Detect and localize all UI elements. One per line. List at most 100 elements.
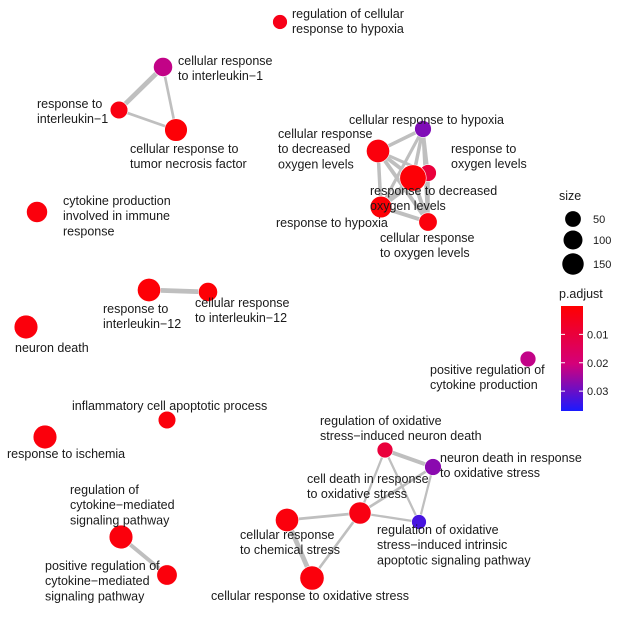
node-label: cellular response to oxidative stress	[211, 589, 409, 603]
network-node	[418, 212, 438, 232]
node-label-line: cellular response to	[130, 142, 238, 156]
network-edge	[310, 511, 362, 580]
node-label-line: neuron death in response	[440, 451, 582, 465]
network-node	[348, 501, 372, 525]
node-label: inflammatory cell apoptotic process	[72, 399, 267, 413]
node-label-line: response to	[37, 97, 102, 111]
node-label-line: to oxidative stress	[440, 466, 540, 480]
network-node	[411, 514, 427, 530]
node-label-line: cellular response	[178, 54, 273, 68]
network-node	[414, 120, 432, 138]
node-label-line: regulation of oxidative	[320, 414, 442, 428]
node-label-line: to oxygen levels	[380, 246, 470, 260]
network-node	[399, 164, 427, 192]
node-label-line: apoptotic signaling pathway	[377, 553, 531, 567]
node-label-line: involved in immune	[63, 209, 170, 223]
node-label-line: cellular response to oxidative stress	[211, 589, 409, 603]
color-legend-ticks: 0.01 0.02 0.03	[561, 329, 608, 398]
node-label-line: response to	[451, 142, 516, 156]
color-legend-bar	[561, 306, 583, 411]
network-node	[109, 100, 129, 120]
node-label-line: response to	[103, 302, 168, 316]
nodes-layer	[13, 14, 537, 591]
node-label: cellular response to hypoxia	[349, 113, 504, 127]
node-label-line: stress−induced neuron death	[320, 429, 482, 443]
network-node	[519, 350, 537, 368]
network-edge	[116, 64, 166, 113]
size-legend-dot	[565, 211, 581, 227]
node-label-line: regulation of oxidative	[377, 523, 499, 537]
network-node	[26, 201, 48, 223]
node-label-line: to interleukin−12	[195, 311, 287, 325]
node-label: response to ischemia	[7, 447, 125, 461]
node-label: neuron death	[15, 341, 89, 355]
size-legend-dot	[563, 230, 583, 250]
network-node	[299, 565, 325, 591]
network-node	[32, 424, 58, 450]
node-label-line: cellular response	[278, 127, 373, 141]
network-node	[164, 118, 188, 142]
color-legend-tick-label: 0.02	[587, 358, 608, 370]
node-label-line: neuron death	[15, 341, 89, 355]
node-label-line: oxygen levels	[451, 157, 527, 171]
size-legend-label: 100	[593, 235, 611, 247]
network-edge	[285, 511, 362, 522]
color-legend-tick-label: 0.01	[587, 329, 608, 341]
network-node	[272, 14, 288, 30]
network-edge	[417, 465, 435, 524]
network-node	[198, 282, 218, 302]
node-label-line: cellular response	[240, 528, 335, 542]
network-node	[153, 57, 173, 77]
node-label-line: to chemical stress	[240, 543, 340, 557]
node-label-line: cytokine−mediated	[70, 498, 175, 512]
network-node	[13, 314, 39, 340]
node-label-line: positive regulation of	[430, 363, 545, 377]
node-label-line: positive regulation of	[45, 559, 160, 573]
node-label-line: cell death in response	[307, 472, 429, 486]
network-node	[424, 458, 442, 476]
node-label-line: signaling pathway	[45, 589, 145, 603]
node-label-line: interleukin−12	[103, 317, 181, 331]
node-label-line: oxygen levels	[278, 157, 354, 171]
node-label-line: stress−induced intrinsic	[377, 538, 507, 552]
node-label-line: cellular response to hypoxia	[349, 113, 504, 127]
size-legend-dot	[562, 253, 584, 275]
node-label-line: cellular response	[195, 296, 290, 310]
size-legend-items: 50 100 150	[562, 211, 611, 275]
network-node	[376, 441, 394, 459]
network-node	[275, 508, 299, 532]
size-legend-label: 50	[593, 214, 605, 226]
node-label-line: cytokine production	[63, 194, 171, 208]
node-label-line: tumor necrosis factor	[130, 157, 247, 171]
node-label-line: regulation of	[70, 483, 139, 497]
network-edge	[358, 465, 435, 515]
node-label-line: response to hypoxia	[276, 216, 388, 230]
node-label-line: to interleukin−1	[178, 69, 263, 83]
node-label-line: to oxidative stress	[307, 487, 407, 501]
size-legend-title: size	[559, 189, 581, 203]
node-label-line: response to decreased	[370, 184, 497, 198]
color-legend-tick-label: 0.03	[587, 386, 608, 398]
node-label-line: cytokine−mediated	[45, 574, 150, 588]
node-label-line: to decreased	[278, 142, 350, 156]
network-node	[156, 564, 178, 586]
size-legend-label: 150	[593, 259, 611, 271]
